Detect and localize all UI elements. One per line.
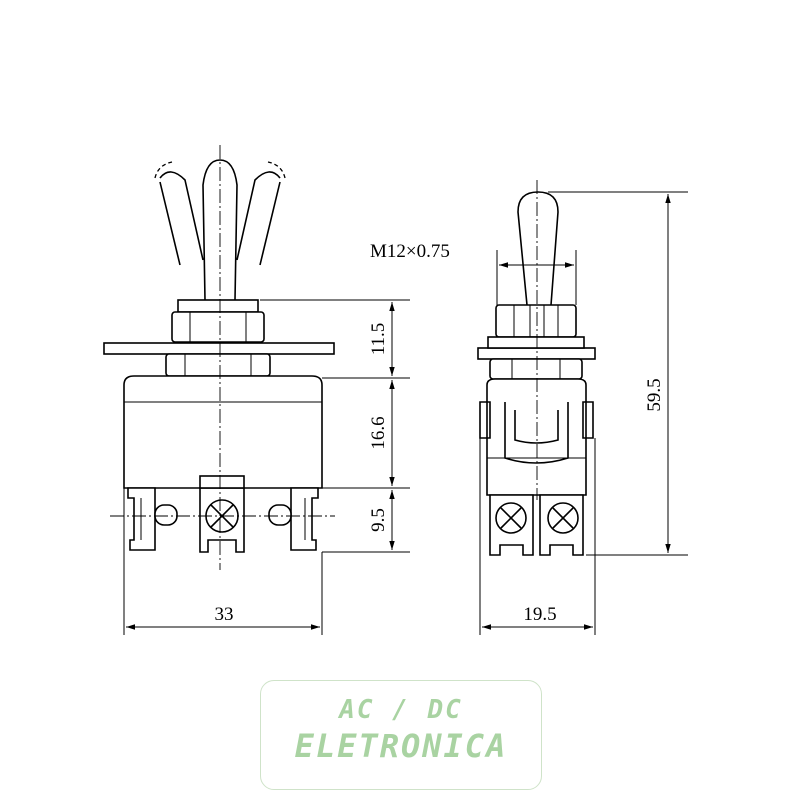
side-nut-lower [489, 358, 583, 380]
front-body [123, 375, 323, 489]
side-mounting-plate [477, 347, 596, 360]
front-view: 11.5 16.6 9.5 33 [103, 145, 410, 635]
side-view: M12×0.75 59.5 19.5 [370, 180, 688, 635]
side-terminal-right [539, 494, 584, 556]
front-nut-upper [177, 299, 259, 313]
front-lever [202, 159, 238, 301]
front-terminal-left [127, 487, 178, 551]
dim-label-59-5: 59.5 [644, 378, 665, 411]
front-mounting-plate [103, 342, 335, 355]
side-lever [517, 191, 559, 306]
thread-spec-label: M12×0.75 [370, 241, 450, 262]
brand-logo: AC / DC ELETRONICA [260, 680, 542, 790]
front-bushing [171, 311, 265, 343]
side-nut-upper [495, 304, 577, 338]
logo-line-eletronica: ELETRONICA [294, 727, 508, 765]
dim-label-11-5: 11.5 [368, 323, 389, 356]
front-lever-left-position [159, 171, 204, 261]
dim-label-19-5: 19.5 [523, 604, 556, 625]
side-body [486, 378, 587, 496]
dim-label-9-5: 9.5 [368, 508, 389, 532]
front-nut-lower [165, 353, 271, 377]
front-terminal-right [268, 487, 319, 551]
dim-label-16-6: 16.6 [368, 416, 389, 449]
dim-label-33: 33 [215, 604, 234, 625]
front-terminal-center [199, 475, 245, 553]
side-terminal-left [489, 494, 534, 556]
logo-line-ac-dc: AC / DC [339, 695, 463, 725]
front-lever-right-position [236, 171, 281, 261]
